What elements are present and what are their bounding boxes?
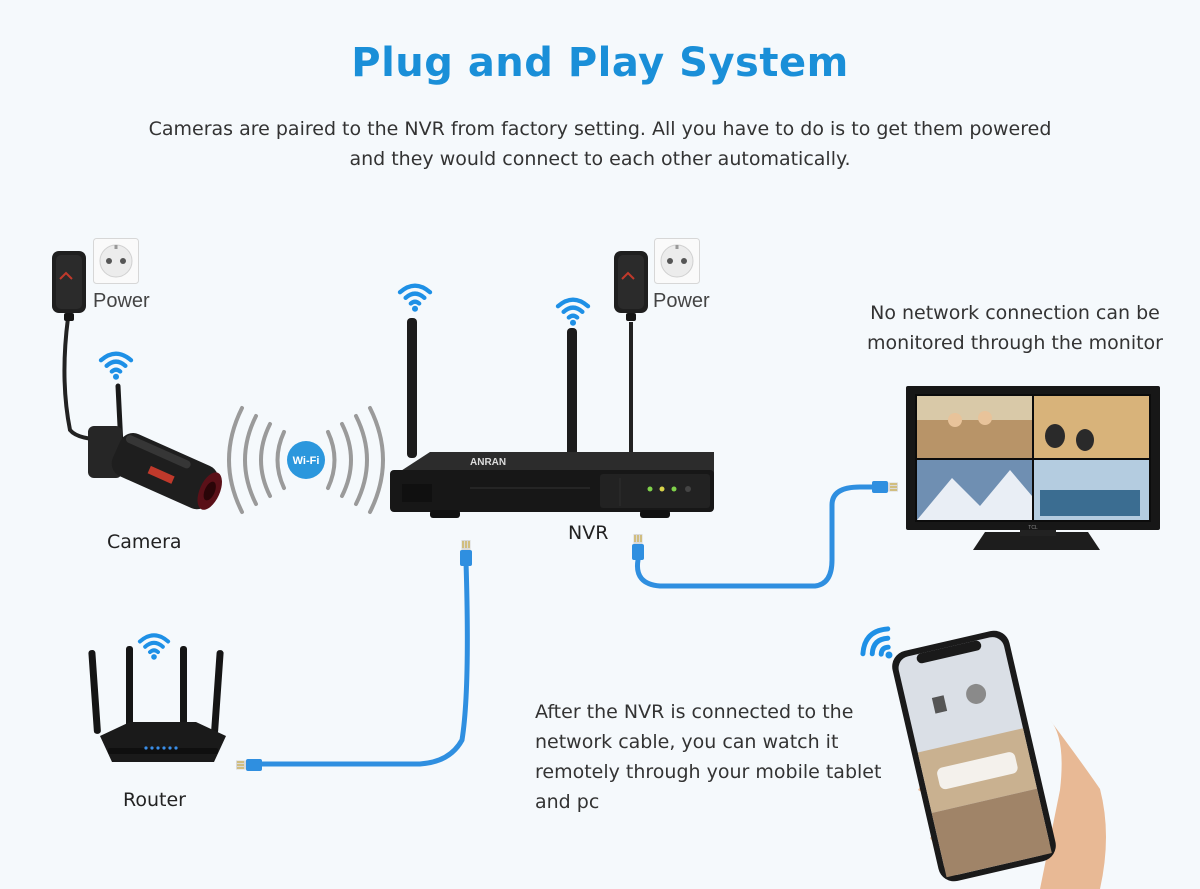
router-ethernet-cable [247, 559, 470, 767]
wifi-icon [400, 286, 430, 312]
power-outlet-icon [654, 238, 700, 284]
ethernet-plug-icon [872, 480, 899, 494]
ethernet-plug-icon [459, 539, 473, 566]
power-adapter-icon [612, 250, 650, 322]
mobile-note-line-2: network cable, you can watch it [535, 731, 839, 753]
monitor-ethernet-cable [634, 484, 879, 589]
nvr-brand-logo: ANRAN [470, 457, 506, 468]
camera-label: Camera [107, 531, 182, 553]
router-label: Router [123, 789, 186, 811]
power-label-right: Power [653, 290, 710, 312]
monitor-icon [906, 386, 1160, 550]
subtitle-line-1: Cameras are paired to the NVR from facto… [148, 118, 1052, 140]
mobile-note: After the NVR is connected to the networ… [535, 697, 881, 817]
camera-icon [88, 383, 222, 510]
wifi-icon [558, 300, 588, 326]
router-icon [88, 646, 226, 762]
monitor-note: No network connection can be monitored t… [850, 298, 1180, 358]
mobile-note-line-1: After the NVR is connected to the [535, 701, 854, 723]
monitor-brand-logo: TCL [1028, 525, 1038, 531]
wifi-icon [140, 635, 168, 659]
mobile-note-line-4: and pc [535, 791, 600, 813]
subtitle-line-2: and they would connect to each other aut… [349, 148, 851, 170]
mobile-note-line-3: remotely through your mobile tablet [535, 761, 882, 783]
power-adapter-icon [50, 250, 88, 322]
camera-power-cable [62, 317, 111, 442]
ethernet-plug-icon [631, 533, 645, 560]
nvr-icon [390, 318, 714, 518]
monitor-note-line-2: monitored through the monitor [867, 332, 1163, 354]
monitor-note-line-1: No network connection can be [870, 302, 1160, 324]
nvr-label: NVR [568, 522, 609, 544]
page-subtitle: Cameras are paired to the NVR from facto… [0, 114, 1200, 174]
power-label-left: Power [93, 290, 150, 312]
power-outlet-icon [93, 238, 139, 284]
wifi-badge [287, 441, 325, 479]
ethernet-plug-icon [235, 758, 262, 772]
page-title: Plug and Play System [351, 40, 849, 86]
wifi-badge-label: Wi-Fi [293, 455, 320, 467]
smartphone-icon [892, 630, 1056, 882]
wifi-signal-waves [227, 406, 385, 514]
wifi-icon [101, 354, 131, 380]
